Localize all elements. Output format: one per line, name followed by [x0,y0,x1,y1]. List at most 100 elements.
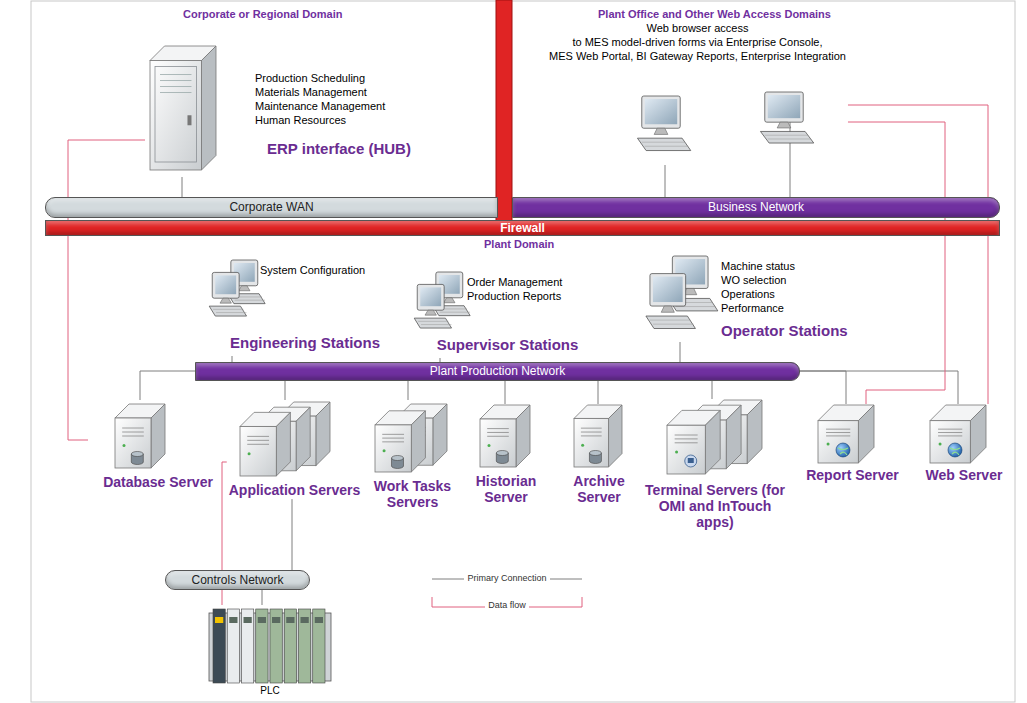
primary-connection [680,342,681,362]
text-slot: Web Server [915,467,1013,483]
device-node: Terminal Servers (for OMI and InTouch ap… [643,399,787,531]
device-label: Historian Server [470,473,542,505]
text-slot: Terminal Servers (for OMI and InTouch ap… [645,482,785,530]
primary-connection [408,381,409,400]
device-icon [818,405,874,463]
primary-connection [790,110,791,197]
function-item: Production Reports [467,290,561,303]
function-item: Production Scheduling [255,72,365,85]
device-icon [115,404,165,468]
primary-connection [598,381,599,404]
function-item: System Configuration [260,264,365,277]
device-label: Report Server [806,467,899,483]
text-slot: Supervisor Stations [405,336,610,354]
domain-title: Corporate or Regional Domain [183,8,343,21]
text-slot: Application Servers [232,482,357,498]
device-label: Work Tasks Servers [365,478,460,510]
data-flow-line [848,105,988,404]
device-label: Terminal Servers (for OMI and InTouch ap… [645,482,785,530]
device-icon [667,400,762,474]
legend-entry: Data flow [485,600,529,611]
device-icon [930,405,986,463]
device-icon [205,607,335,685]
device-icon [630,92,815,160]
text-slot: Machine status [721,260,795,273]
device-label: Archive Server [560,473,638,505]
function-item: Performance [721,302,784,315]
text-slot: Engineering Stations [230,334,380,352]
text-slot: ERP interface (HUB) [267,140,411,158]
primary-connection [800,371,958,404]
device-label: Operator Stations [721,322,848,340]
network-band: Corporate WAN [45,197,498,218]
text-slot: Report Server [800,467,905,483]
function-item: Order Management [467,276,562,289]
firewall-bar [496,0,512,221]
domain-title: Plant Office and Other Web Access Domain… [598,8,831,21]
text-slot: PLC [205,685,335,697]
device-node: Web Server [915,404,1013,484]
data-flow-line [68,140,145,440]
function-item: Web browser access [647,22,749,35]
network-name: Business Network [708,200,804,214]
primary-connection [182,177,183,197]
network-name: Firewall [500,221,545,235]
primary-connection [665,165,666,197]
network-name: Plant Production Network [430,364,565,378]
device-node: Archive Server [558,404,640,506]
function-item: WO selection [721,274,786,287]
device-icon [480,405,530,467]
primary-connection [505,381,506,404]
network-band: Firewall [45,220,1000,236]
frame [31,1,1015,702]
text-slot: Work Tasks Servers [365,478,460,510]
device-node: Work Tasks Servers [363,400,462,511]
device-node: Report Server [800,404,905,484]
device-icon [204,260,266,322]
text-slot: MES Web Portal, BI Gateway Reports, Ente… [560,50,835,63]
network-name: Controls Network [191,573,283,587]
text-slot: Performance [721,302,784,315]
function-item: to MES model-driven forms via Enterprise… [572,36,822,49]
network-band: Business Network [512,197,1000,218]
function-item: Machine status [721,260,795,273]
device-node: Production SchedulingMaterials Managemen… [145,42,425,177]
device-icon [240,402,330,476]
function-item: Human Resources [255,114,346,127]
function-item: Maintenance Management [255,100,385,113]
domain-title: Plant Domain [484,238,554,251]
function-item: Materials Management [255,86,367,99]
device-node: Web browser accessto MES model-driven fo… [547,20,848,165]
device-node: Historian Server [468,404,544,506]
device-icon [409,272,471,334]
device-node: Order ManagementProduction ReportsSuperv… [405,268,610,358]
text-slot: Operations [721,288,775,301]
device-label: ERP interface (HUB) [267,140,411,158]
network-band: Controls Network [165,570,310,590]
text-slot: Order Management [467,276,562,289]
network-band: Plant Production Network [195,362,800,381]
primary-connection [285,381,286,400]
data-flow-line [848,122,945,404]
primary-connection [292,499,293,570]
device-icon [639,256,719,336]
device-label: Web Server [926,467,1003,483]
text-slot: Archive Server [560,473,638,505]
device-icon [150,46,216,170]
text-slot: Human Resources [255,114,346,127]
device-icon [375,404,447,472]
text-slot: Web browser access [560,22,835,35]
primary-connection [262,590,263,605]
device-label: Database Server [103,474,213,490]
device-label: Application Servers [229,482,361,498]
text-slot: Operator Stations [721,322,848,340]
function-item: Operations [721,288,775,301]
text-slot: Historian Server [470,473,542,505]
network-name: Corporate WAN [229,200,313,214]
text-slot: Production Scheduling [255,72,365,85]
text-slot: Production Reports [467,290,561,303]
device-label: Engineering Stations [230,334,380,352]
text-slot: to MES model-driven forms via Enterprise… [560,36,835,49]
text-slot: Maintenance Management [255,100,385,113]
device-label: Supervisor Stations [437,336,579,354]
